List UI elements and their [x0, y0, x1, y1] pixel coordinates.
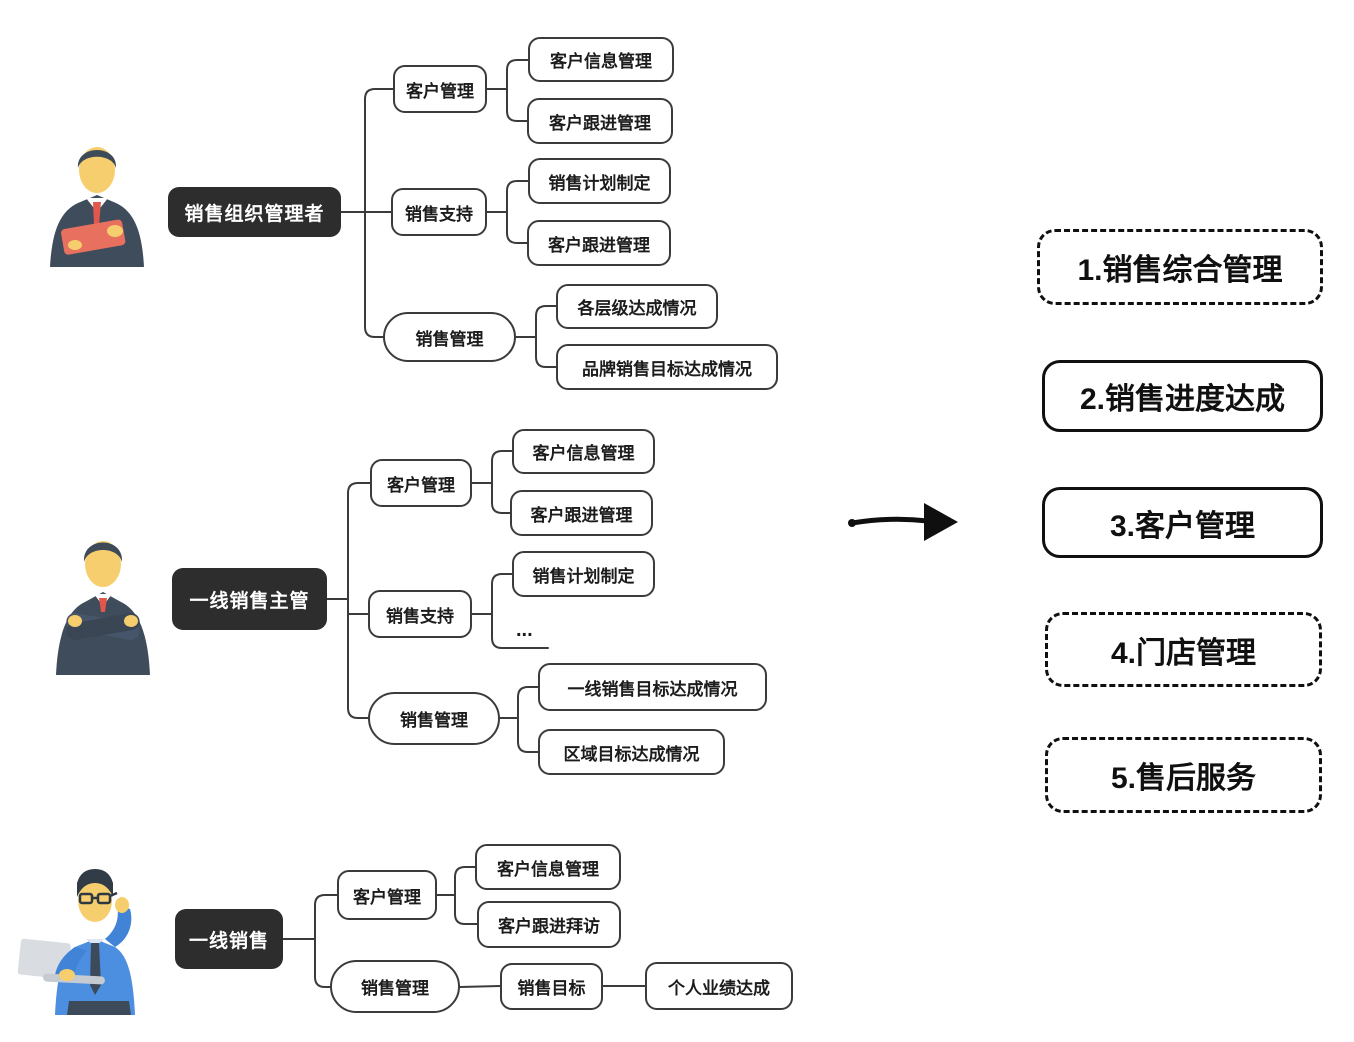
leaf-node: 各层级达成情况	[556, 284, 718, 329]
leaf-node: 品牌销售目标达成情况	[556, 344, 778, 390]
summary-box-customer-management: 3.客户管理	[1042, 487, 1323, 558]
branch-node: 客户管理	[393, 65, 487, 113]
leaf-node: 客户跟进管理	[527, 220, 671, 266]
branch-node: 客户管理	[370, 459, 472, 507]
role-node-frontline-sales: 一线销售	[175, 909, 283, 969]
branch-node: 销售管理	[330, 960, 460, 1013]
leaf-node: 客户跟进拜访	[477, 901, 621, 948]
leaf-node: 一线销售目标达成情况	[538, 663, 767, 711]
persona-supervisor-arms-crossed-icon	[48, 520, 158, 675]
leaf-node: 销售目标	[500, 963, 603, 1010]
leaf-node: 客户信息管理	[528, 37, 674, 82]
summary-box-after-sales-service: 5.售后服务	[1045, 737, 1322, 813]
persona-salesperson-with-laptop-icon	[15, 853, 155, 1015]
branch-node: 客户管理	[337, 870, 437, 920]
leaf-node: 客户信息管理	[512, 429, 655, 474]
leaf-node: 销售计划制定	[528, 158, 671, 204]
branch-node: 销售管理	[368, 692, 500, 745]
branch-node: 销售管理	[383, 312, 516, 362]
leaf-node: 客户跟进管理	[527, 98, 673, 144]
leaf-node: 区域目标达成情况	[538, 729, 725, 775]
persona-manager-with-tablet-icon	[42, 132, 152, 267]
branch-node: 销售支持	[368, 590, 472, 638]
summary-box-sales-comprehensive-management: 1.销售综合管理	[1037, 229, 1323, 305]
branch-node: 销售支持	[391, 188, 487, 236]
leaf-node: 客户信息管理	[475, 844, 621, 890]
summary-box-store-management: 4.门店管理	[1045, 612, 1322, 687]
role-node-frontline-sales-supervisor: 一线销售主管	[172, 568, 327, 630]
role-node-sales-org-manager: 销售组织管理者	[168, 187, 341, 237]
flow-arrow-icon	[848, 503, 958, 541]
leaf-node: 销售计划制定	[512, 551, 655, 597]
leaf-node: 客户跟进管理	[510, 490, 653, 536]
leaf-node-ellipsis: ...	[516, 619, 533, 641]
summary-box-sales-progress-achievement: 2.销售进度达成	[1042, 360, 1323, 432]
leaf-node: 个人业绩达成	[645, 962, 793, 1010]
